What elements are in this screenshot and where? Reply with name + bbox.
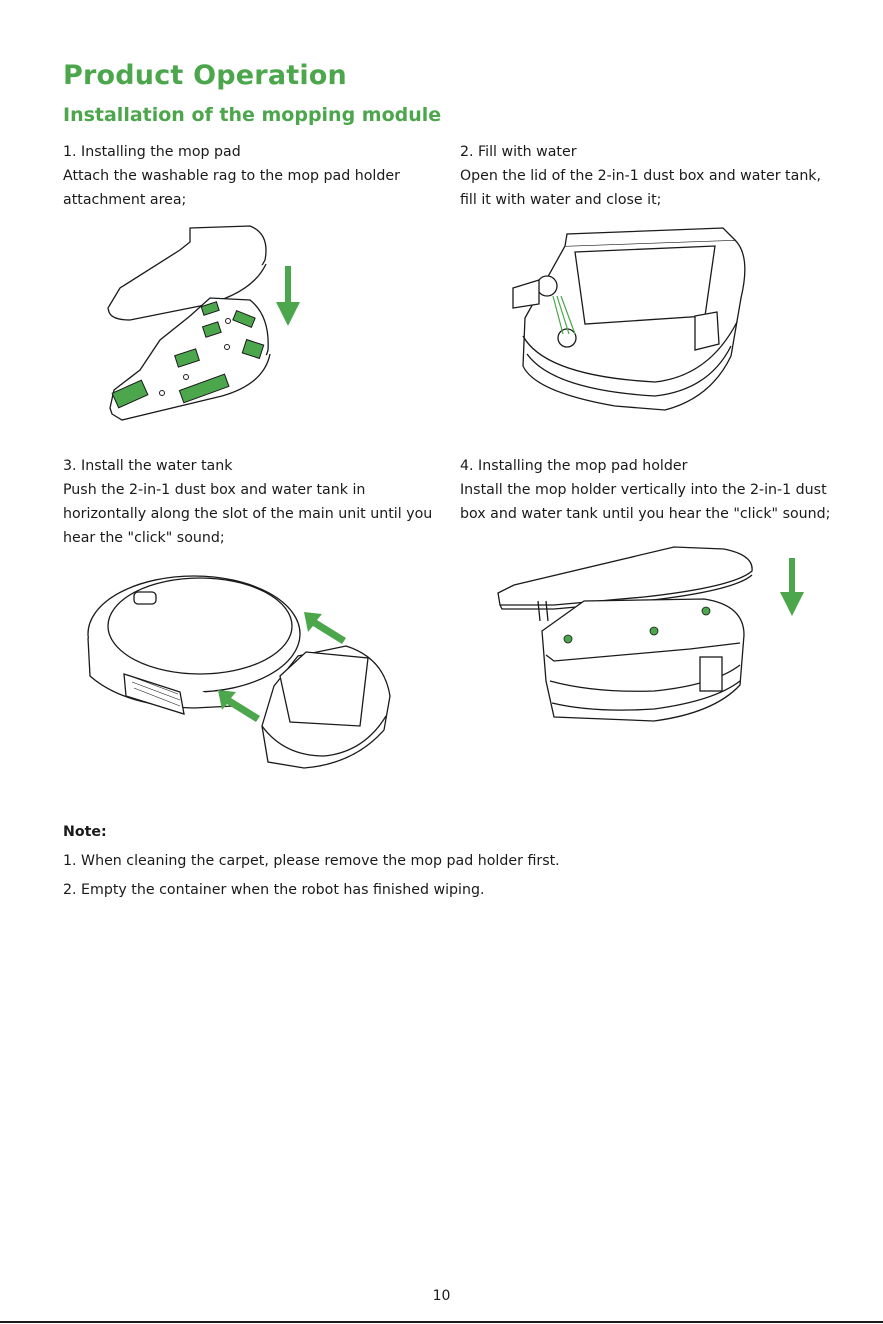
page-title: Product Operation (63, 60, 347, 91)
step-2-text: Open the lid of the 2-in-1 dust box and … (460, 168, 822, 208)
page-number: 10 (432, 1288, 451, 1304)
step-1-text: Attach the washable rag to the mop pad h… (63, 168, 400, 208)
step-3-title: 3. Install the water tank (63, 458, 233, 474)
diagonal-arrow-icon (304, 612, 346, 644)
step-1: 1. Installing the mop pad Attach the was… (63, 140, 443, 212)
note-item: 2. Empty the container when the robot ha… (63, 882, 485, 898)
step-4-title: 4. Installing the mop pad holder (460, 458, 688, 474)
robot-tank-illustration (84, 566, 404, 772)
step-1-title: 1. Installing the mop pad (63, 144, 241, 160)
step-2: 2. Fill with water Open the lid of the 2… (460, 140, 840, 212)
step-2-title: 2. Fill with water (460, 144, 577, 160)
water-tank-illustration (505, 226, 750, 416)
footer-rule (0, 1321, 883, 1323)
down-arrow-icon (276, 266, 300, 328)
step-4: 4. Installing the mop pad holder Install… (460, 454, 840, 526)
step-3-text: Push the 2-in-1 dust box and water tank … (63, 482, 433, 546)
note-item: 1. When cleaning the carpet, please remo… (63, 853, 560, 869)
note-section: Note: 1. When cleaning the carpet, pleas… (63, 818, 560, 905)
step-4-text: Install the mop holder vertically into t… (460, 482, 831, 522)
note-heading: Note: (63, 824, 107, 840)
down-arrow-icon (780, 558, 804, 618)
mop-holder-illustration (494, 545, 756, 729)
section-subtitle: Installation of the mopping module (63, 104, 442, 126)
mop-pad-illustration (100, 220, 320, 430)
step-3: 3. Install the water tank Push the 2-in-… (63, 454, 443, 550)
diagonal-arrow-icon (218, 690, 260, 722)
